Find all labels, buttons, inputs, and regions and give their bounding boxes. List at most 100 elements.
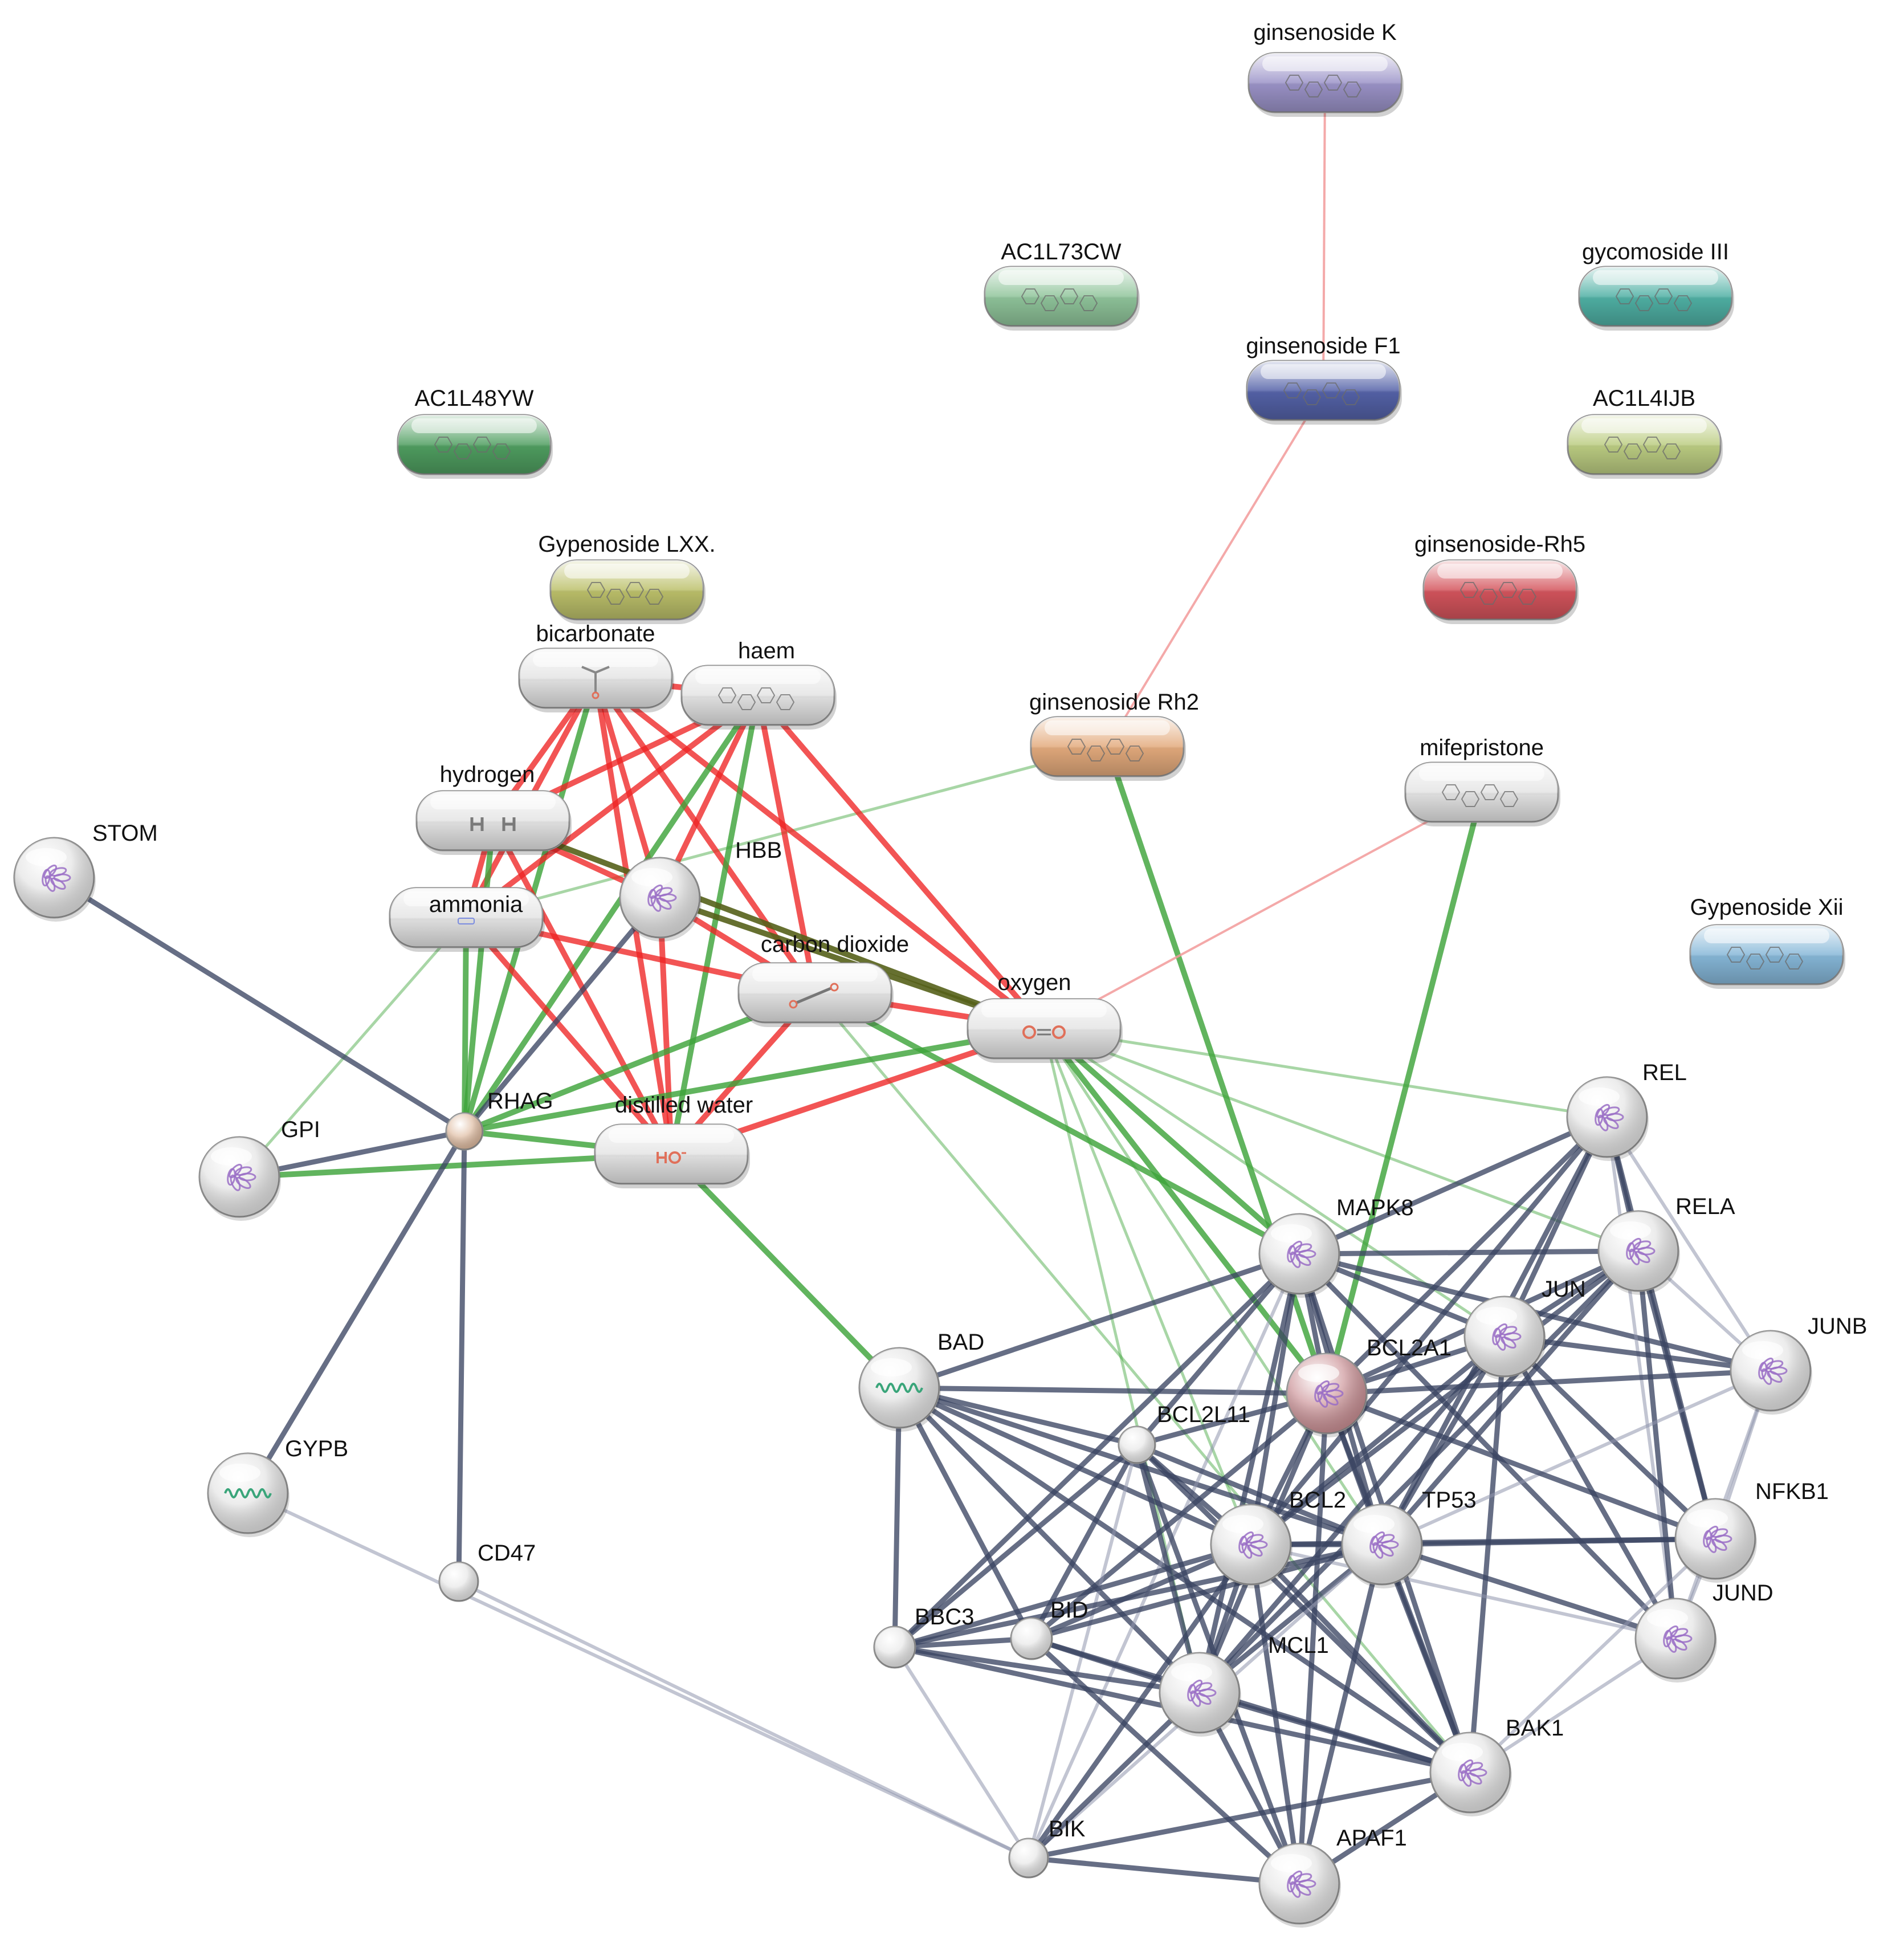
- edge-bcl2l11-bid: [1029, 1442, 1140, 1641]
- node-rela[interactable]: RELA: [1597, 1194, 1735, 1295]
- edge-bbc3-bik: [893, 1645, 1030, 1860]
- edge-oxygen-rela: [1042, 1027, 1640, 1253]
- node-jun[interactable]: JUN: [1463, 1277, 1586, 1380]
- node-bicarbonate[interactable]: bicarbonate: [518, 621, 674, 712]
- node-bcl2a1[interactable]: BCL2A1: [1286, 1335, 1452, 1437]
- node-label-ammonia: ammonia: [429, 892, 523, 917]
- chemical-structure-icon: [1604, 437, 1681, 459]
- node-ac1l73cw[interactable]: AC1L73CW: [984, 239, 1140, 331]
- protein-structure-icon: [647, 884, 677, 912]
- protein-structure-icon: [1758, 1357, 1788, 1385]
- edge-ammonia-distilled_water: [463, 915, 674, 1157]
- node-label-tp53: TP53: [1422, 1488, 1477, 1513]
- edge-hbb-rhag: [462, 895, 663, 1134]
- node-ammonia[interactable]: ammonia: [389, 887, 545, 952]
- node-distilled-water[interactable]: distilled water: [594, 1093, 753, 1188]
- node-rel[interactable]: REL: [1566, 1060, 1687, 1161]
- node-mapk8[interactable]: MAPK8: [1258, 1195, 1414, 1298]
- node-gypenoside-lxx[interactable]: Gypenoside LXX.: [538, 532, 716, 624]
- node-gpi[interactable]: GPI: [198, 1117, 320, 1221]
- protein-structure-icon: [1287, 1870, 1316, 1898]
- node-bad[interactable]: BAD: [858, 1330, 984, 1432]
- bicarbonate-structure-icon: [581, 666, 610, 699]
- o2-structure-icon: [1022, 1025, 1066, 1039]
- node-nfkb1[interactable]: NFKB1: [1674, 1479, 1829, 1583]
- edge-mapk8-jund: [1296, 1251, 1678, 1641]
- edge-haem-oxygen: [755, 692, 1047, 1032]
- node-hydrogen[interactable]: hydrogen: [415, 762, 572, 855]
- node-bik[interactable]: BIK: [1008, 1816, 1086, 1879]
- node-carbon-dioxide[interactable]: carbon dioxide: [737, 932, 909, 1027]
- edge-carbon_dioxide-mapk8: [812, 990, 1302, 1257]
- node-mcl1[interactable]: MCL1: [1159, 1633, 1329, 1737]
- node-tp53[interactable]: TP53: [1341, 1488, 1477, 1588]
- chemical-structure-icon: [434, 437, 511, 459]
- edge-junb-bcl2a1: [1324, 1368, 1773, 1396]
- node-ac1l48yw[interactable]: AC1L48YW: [397, 386, 553, 479]
- edge-haem-ammonia: [463, 692, 761, 920]
- node-oxygen[interactable]: oxygen: [967, 970, 1123, 1063]
- protein-structure-icon: [1703, 1525, 1732, 1553]
- node-label-bad: BAD: [937, 1330, 984, 1355]
- node-ac1l4ijb[interactable]: AC1L4IJB: [1567, 386, 1723, 479]
- node-haem[interactable]: haem: [680, 638, 837, 730]
- edge-ammonia-gpi: [238, 916, 468, 1179]
- node-bbc3[interactable]: BBC3: [873, 1604, 975, 1669]
- node-ginsenoside-rh5[interactable]: ginsenoside-Rh5: [1414, 532, 1585, 624]
- edge-mifepristone-bcl2a1: [1324, 789, 1485, 1396]
- node-ginsenoside-f1[interactable]: ginsenoside F1: [1246, 333, 1402, 425]
- node-label-mifepristone: mifepristone: [1420, 735, 1544, 760]
- protein-structure-icon: [1369, 1531, 1399, 1559]
- node-stom[interactable]: STOM: [13, 821, 158, 922]
- protein-structure-icon: [1287, 1240, 1316, 1268]
- node-label-apaf1: APAF1: [1336, 1826, 1407, 1851]
- node-mifepristone[interactable]: mifepristone: [1404, 735, 1560, 826]
- edge-tp53-apaf1: [1296, 1542, 1385, 1887]
- node-bcl2[interactable]: BCL2: [1210, 1488, 1346, 1588]
- node-ginsenoside-rh2[interactable]: ginsenoside Rh2: [1029, 690, 1199, 781]
- edge-jun-bak1: [1467, 1334, 1507, 1775]
- node-label-ac1l48yw: AC1L48YW: [415, 386, 534, 411]
- edge-bcl2l11-bbc3: [892, 1442, 1140, 1650]
- edge-oxygen-jun: [1042, 1027, 1506, 1338]
- edge-bcl2l11-tp53: [1134, 1442, 1385, 1547]
- node-gycomoside-iii[interactable]: gycomoside III: [1578, 239, 1734, 331]
- edge-bik-apaf1: [1026, 1855, 1302, 1887]
- node-label-gpi: GPI: [281, 1117, 320, 1142]
- edge-mapk8-bcl2l11: [1134, 1251, 1302, 1448]
- edge-rela-mcl1: [1197, 1248, 1641, 1696]
- protein-structure-icon: [1187, 1679, 1217, 1707]
- edge-bcl2l11-bik: [1027, 1443, 1139, 1860]
- edge-haem-carbon_dioxide: [755, 692, 818, 996]
- node-layer: ginsenoside K AC1L73CW gycomoside III ginse…: [13, 20, 1867, 1928]
- node-jund[interactable]: JUND: [1634, 1580, 1773, 1683]
- node-rhag[interactable]: RHAG: [445, 1089, 553, 1151]
- node-gypb[interactable]: GYPB: [207, 1436, 348, 1537]
- edge-rela-tp53: [1379, 1248, 1641, 1547]
- node-apaf1[interactable]: APAF1: [1258, 1826, 1407, 1928]
- edge-haem-rhag: [462, 692, 761, 1134]
- edge-ginsenoside_f1-ginsenoside_rh2: [1106, 389, 1324, 748]
- edge-bad-bbc3: [892, 1385, 902, 1650]
- node-cd47[interactable]: CD47: [438, 1541, 536, 1602]
- protein-structure-icon: [227, 1163, 256, 1191]
- edge-tp53-bid: [1029, 1542, 1385, 1641]
- node-label-jun: JUN: [1542, 1277, 1586, 1302]
- node-bak1[interactable]: BAK1: [1429, 1716, 1564, 1816]
- protein-structure-icon: [42, 864, 71, 892]
- node-junb[interactable]: JUNB: [1730, 1314, 1867, 1415]
- node-label-oxygen: oxygen: [998, 970, 1071, 995]
- edge-rela-jund: [1636, 1248, 1678, 1641]
- node-label-hydrogen: hydrogen: [440, 762, 535, 787]
- edge-hydrogen-oxygen: [490, 818, 1047, 1032]
- chemical-structure-icon: [1441, 784, 1519, 807]
- node-label-bcl2: BCL2: [1289, 1488, 1346, 1513]
- edge-rela-nfkb1: [1636, 1248, 1718, 1542]
- chemical-structure-icon: [1459, 582, 1537, 605]
- node-gypenoside-xii[interactable]: Gypenoside Xii: [1689, 895, 1845, 989]
- node-bcl2l11[interactable]: BCL2L11: [1118, 1402, 1250, 1464]
- node-hbb[interactable]: HBB: [619, 838, 782, 942]
- node-ginsenoside-k[interactable]: ginsenoside K: [1247, 20, 1404, 117]
- edge-bad-bcl2: [896, 1385, 1254, 1547]
- node-bid[interactable]: BID: [1010, 1598, 1088, 1660]
